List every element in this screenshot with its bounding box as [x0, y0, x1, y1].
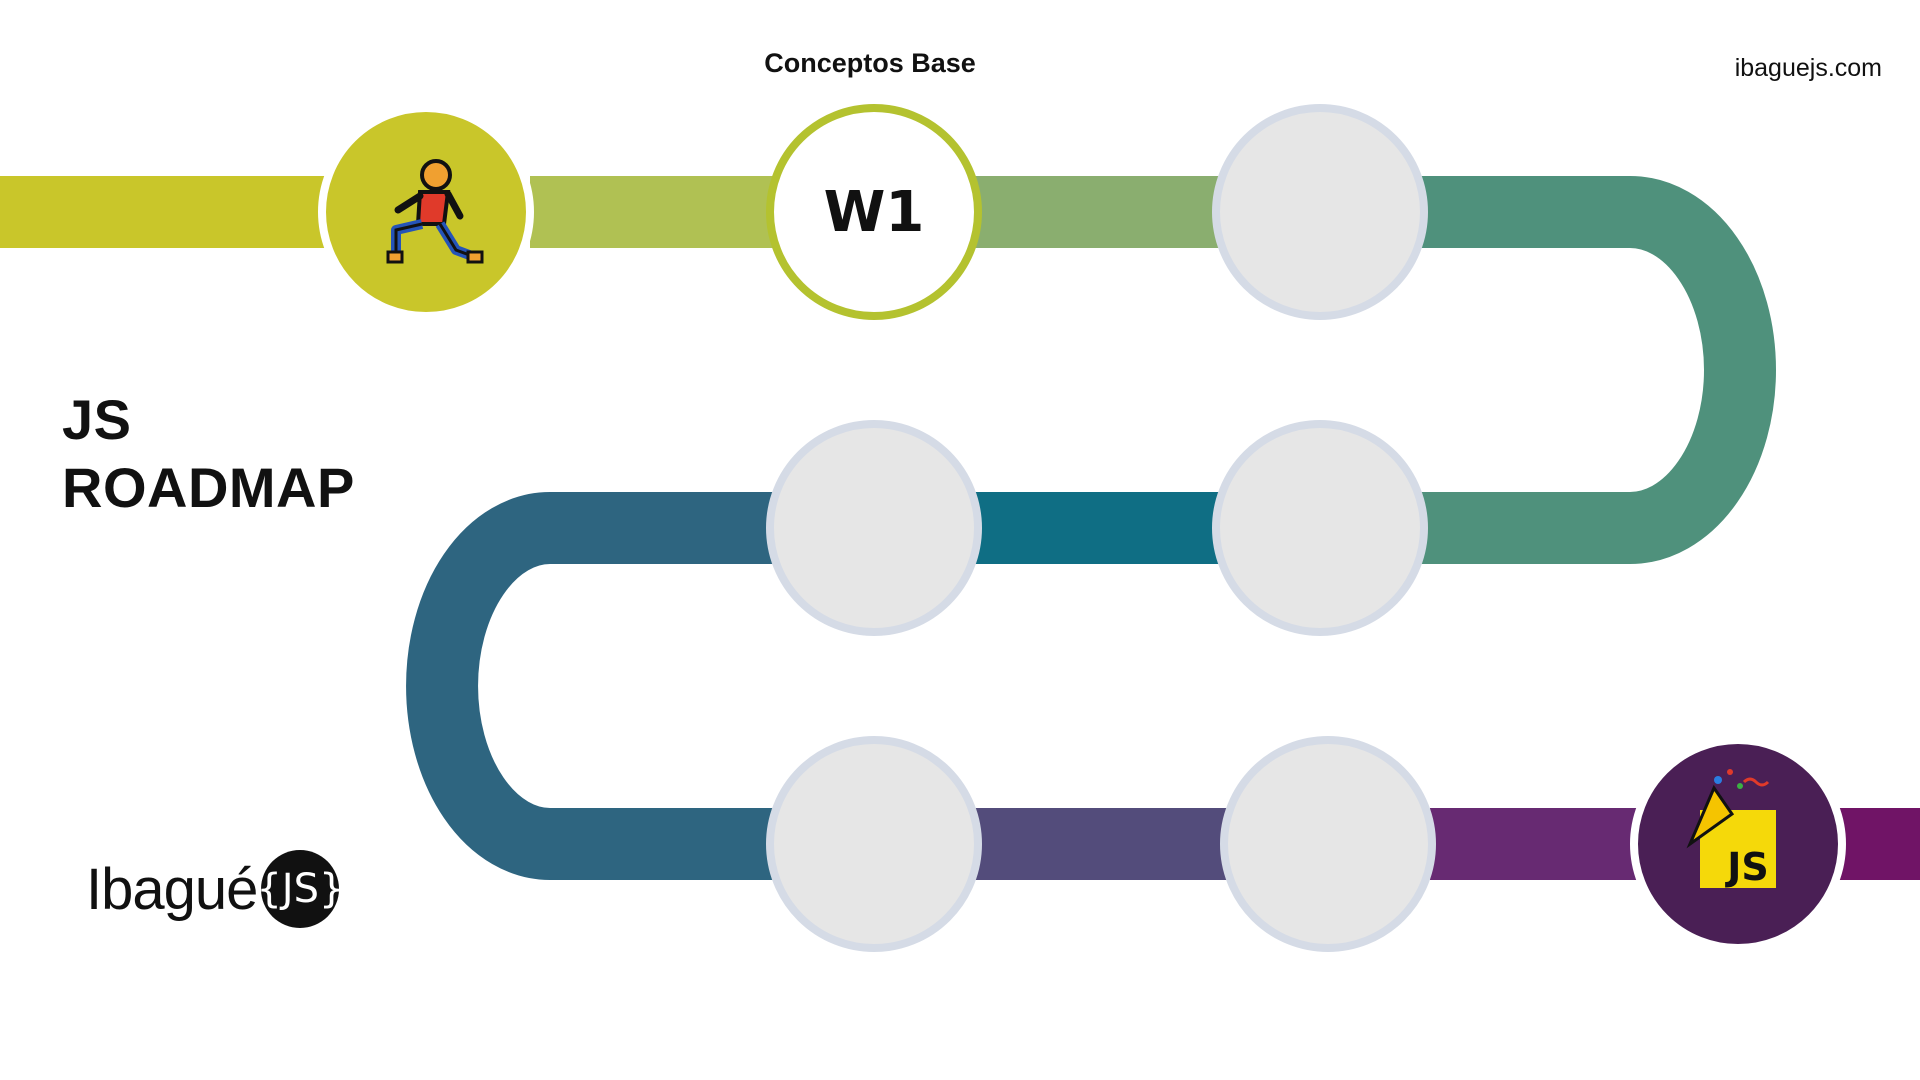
milestone-w1-text: W1 [824, 180, 925, 245]
runner-icon [386, 159, 484, 264]
roadmap-title-line2: ROADMAP [62, 456, 355, 519]
milestone-5[interactable] [766, 420, 982, 636]
roadmap-title-line1: JS [62, 388, 132, 451]
milestone-7-circle [1220, 736, 1436, 952]
milestone-w1-circle [766, 104, 982, 320]
party-popper-js-icon: JS [1686, 769, 1776, 889]
path-curve-left [406, 492, 775, 880]
brand-logo: Ibagué {JS} [86, 844, 344, 934]
milestone-7[interactable] [1220, 736, 1436, 952]
milestone-3[interactable] [1212, 104, 1428, 320]
milestone-5-circle [766, 420, 982, 636]
milestone-6-circle [766, 736, 982, 952]
milestone-w1[interactable]: W1 [766, 104, 982, 320]
milestone-4[interactable] [1212, 420, 1428, 636]
js-badge-text: JS [1724, 845, 1769, 889]
milestone-start[interactable] [318, 104, 534, 320]
path-curve-right [1420, 176, 1776, 564]
milestone-6[interactable] [766, 736, 982, 952]
brand-badge: {JS} [256, 850, 344, 928]
milestone-finish[interactable]: JS [1630, 736, 1846, 952]
milestone-4-circle [1212, 420, 1428, 636]
brand-name: Ibagué [86, 856, 258, 922]
roadmap-path [0, 176, 1920, 880]
milestone-3-circle [1212, 104, 1428, 320]
site-url[interactable]: ibaguejs.com [1734, 54, 1882, 82]
milestone-w1-label: Conceptos Base [764, 48, 976, 78]
roadmap-title: JS ROADMAP [62, 386, 355, 522]
